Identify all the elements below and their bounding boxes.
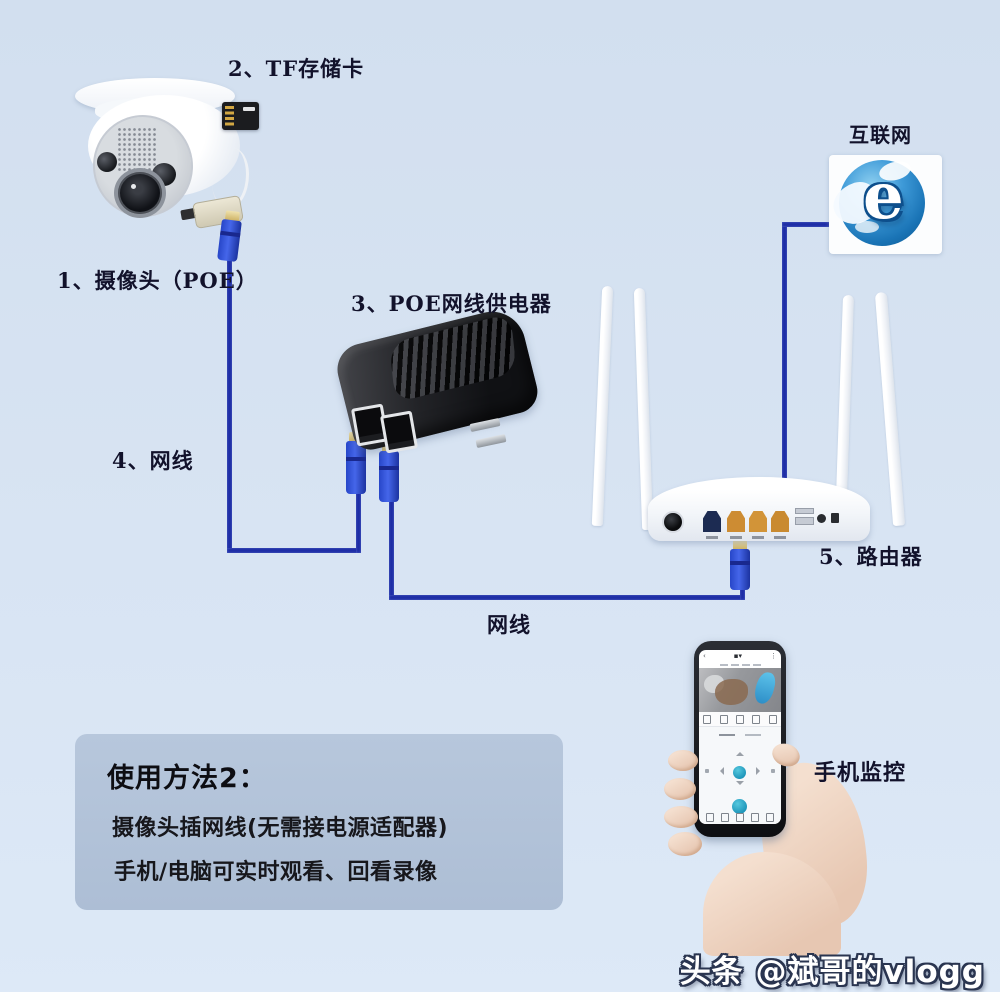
instruction-line-2: 手机/电脑可实时观看、回看录像 bbox=[114, 860, 438, 885]
phone-control-area bbox=[699, 727, 781, 824]
label-poe-injector: 3、POE网线供电器 bbox=[351, 291, 552, 316]
globe-swirl bbox=[855, 221, 879, 233]
router-antenna-2 bbox=[633, 287, 654, 531]
router-slot-bottom bbox=[795, 517, 814, 525]
label-tf-card: 2、TF存储卡 bbox=[228, 56, 365, 81]
rj45-body bbox=[346, 441, 366, 494]
cable-poe-left bbox=[356, 492, 361, 553]
label-cable-bottom: 网线 bbox=[487, 612, 531, 637]
router-slot-top bbox=[795, 508, 814, 514]
router-lan-port-3 bbox=[771, 511, 789, 532]
record-icon bbox=[719, 714, 728, 724]
router-reset-button bbox=[817, 514, 826, 523]
port-label-mark bbox=[706, 536, 718, 539]
router-lan-port-2 bbox=[749, 511, 767, 532]
hand-finger-3 bbox=[664, 806, 698, 828]
cable-router-internet-vertical bbox=[782, 223, 787, 506]
speaker-icon bbox=[768, 714, 777, 724]
poe-port-right bbox=[379, 410, 419, 454]
talk-button bbox=[732, 798, 747, 814]
more-options-icon: ⋮ bbox=[769, 651, 777, 660]
back-arrow-icon: ‹ bbox=[703, 651, 706, 660]
internet-e-letter: e bbox=[863, 159, 904, 234]
port-label-mark bbox=[730, 536, 742, 539]
cable-router-stub bbox=[740, 583, 745, 600]
hand-finger-1 bbox=[668, 750, 698, 771]
hand-finger-2 bbox=[664, 778, 696, 800]
router-wan-port bbox=[703, 511, 721, 532]
camera-lens-glint bbox=[131, 184, 136, 189]
video-room-object bbox=[715, 679, 749, 705]
phone-bottom-toolbar bbox=[699, 813, 781, 822]
rj45-plug-router bbox=[730, 540, 750, 590]
rj45-body bbox=[730, 549, 750, 590]
tf-card-icon bbox=[222, 102, 259, 130]
label-cable-4: 4、网线 bbox=[112, 448, 194, 473]
rj45-tip bbox=[733, 540, 747, 551]
rj45-body bbox=[217, 218, 242, 263]
mic-icon bbox=[752, 714, 761, 724]
camera-ir-led-left bbox=[97, 152, 117, 172]
cable-bottom-horizontal bbox=[389, 595, 745, 600]
phone-toolbar bbox=[699, 712, 781, 727]
port-label-mark bbox=[752, 536, 764, 539]
phone-screen: ‹ ▪▾ ⋮ bbox=[699, 650, 781, 824]
cable-poe-right bbox=[389, 496, 394, 600]
bottom-icon-4 bbox=[751, 813, 759, 822]
zoom-out-mark bbox=[704, 768, 709, 773]
port-label-mark bbox=[774, 536, 786, 539]
instruction-title: 使用方法2： bbox=[107, 763, 267, 794]
hand-finger-4 bbox=[668, 832, 702, 856]
snapshot-icon bbox=[703, 714, 712, 724]
router-antenna-4 bbox=[874, 291, 906, 527]
ac-prong-bottom bbox=[475, 433, 507, 449]
rj45-body bbox=[379, 451, 399, 502]
router-antenna-1 bbox=[591, 285, 614, 527]
phone-status-row bbox=[699, 662, 781, 668]
dpad-down-arrow bbox=[736, 781, 744, 786]
bottom-icon-3 bbox=[736, 813, 744, 822]
label-internet: 互联网 bbox=[849, 123, 912, 147]
cable-internet-horizontal bbox=[782, 222, 834, 227]
smartphone: ‹ ▪▾ ⋮ bbox=[694, 641, 786, 837]
fullscreen-icon bbox=[735, 714, 744, 724]
label-camera: 1、摄像头（POE） bbox=[57, 268, 258, 293]
instruction-line-1: 摄像头插网线(无需接电源适配器) bbox=[112, 816, 449, 841]
watermark: 头条 @斌哥的vlogg bbox=[679, 954, 985, 990]
cable-camera-down bbox=[227, 248, 232, 553]
internet-globe-icon: e bbox=[827, 155, 942, 254]
bottom-icon-1 bbox=[706, 813, 714, 822]
video-blue-object bbox=[752, 670, 779, 706]
phone-app-navbar: ‹ ▪▾ ⋮ bbox=[699, 650, 781, 662]
dpad-up-arrow bbox=[736, 752, 744, 757]
label-phone-monitor: 手机监控 bbox=[814, 760, 907, 786]
dpad-left-arrow bbox=[720, 766, 725, 775]
ptz-center-button bbox=[733, 765, 746, 779]
label-router: 5、路由器 bbox=[819, 544, 923, 569]
router-lan-port-1 bbox=[727, 511, 745, 532]
bottom-white-strip bbox=[0, 992, 1000, 1000]
zoom-in-mark bbox=[771, 768, 776, 773]
camera-live-view bbox=[699, 668, 781, 712]
router-power-jack bbox=[662, 511, 684, 533]
camera-title-icon: ▪▾ bbox=[733, 651, 743, 660]
cable-camera-horizontal bbox=[227, 548, 361, 553]
dpad-right-arrow bbox=[755, 766, 760, 775]
camera-lens bbox=[114, 168, 166, 218]
control-tabs bbox=[719, 734, 761, 736]
bottom-icon-5 bbox=[766, 813, 774, 822]
bottom-icon-2 bbox=[721, 813, 729, 822]
instruction-panel: 使用方法2： 摄像头插网线(无需接电源适配器) 手机/电脑可实时观看、回看录像 bbox=[75, 734, 563, 910]
router-small-port bbox=[831, 513, 839, 523]
camera-speaker-grille bbox=[117, 127, 157, 171]
